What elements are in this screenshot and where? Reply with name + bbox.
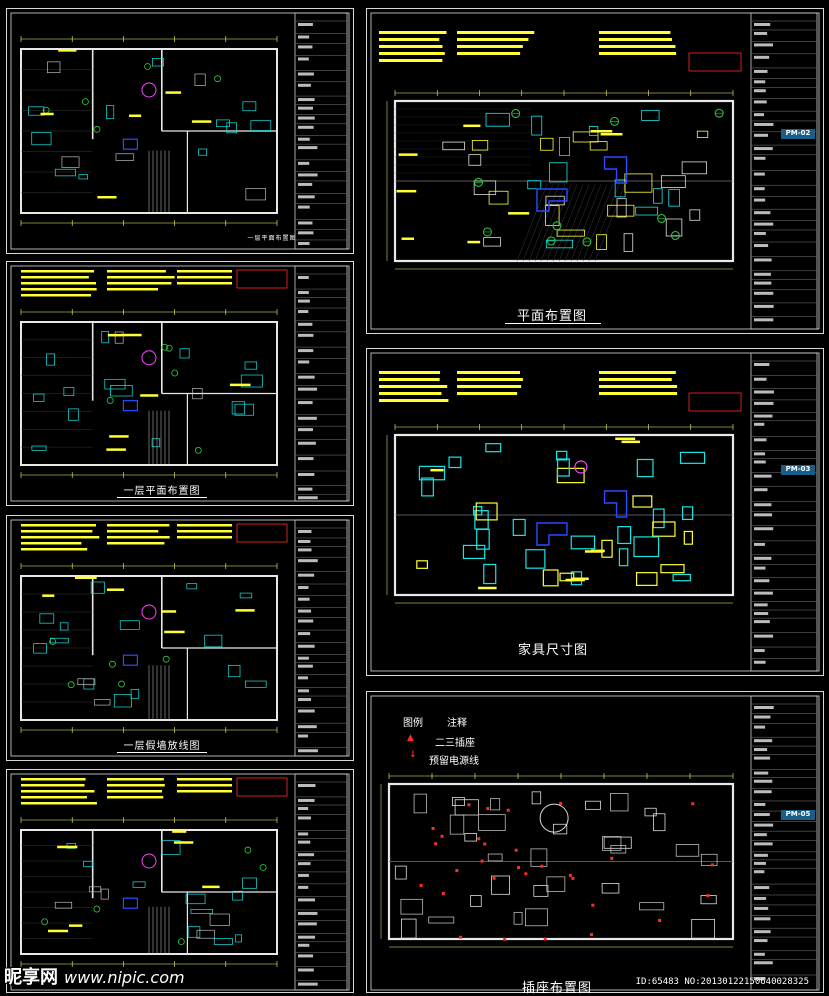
drawing-sheet-5[interactable]: 平面布置图 PM-02 xyxy=(366,8,824,334)
legend-item-socket: 二三插座 xyxy=(435,738,475,749)
drawing-sheet-2[interactable]: 一层平面布置图 xyxy=(6,261,354,506)
floor-plan-drawing xyxy=(10,519,350,757)
floor-plan-drawing xyxy=(370,352,820,672)
power-line-symbol-icon: ↓ xyxy=(409,750,417,760)
drawing-sheet-4[interactable] xyxy=(6,769,354,993)
sheet-title: 平面布置图 xyxy=(516,309,587,324)
watermark-url: www.nipic.com xyxy=(64,968,185,987)
drawing-sheet-6[interactable]: 家具尺寸图 PM-03 xyxy=(366,348,824,676)
floor-plan-drawing xyxy=(370,695,820,991)
legend-header-right: 注释 xyxy=(447,718,467,729)
floor-plan-drawing xyxy=(370,12,820,330)
floor-plan-drawing xyxy=(10,12,350,250)
watermark-brand: 昵享网 xyxy=(4,967,58,988)
drawing-sheet-1[interactable]: 一层平面布置图 xyxy=(6,8,354,254)
sheet-title: 家具尺寸图 xyxy=(517,643,588,658)
drawing-number: PM-05 xyxy=(781,810,815,820)
drawing-sheet-7[interactable]: 图例 注释 ▲ 二三插座 ↓ 预留电源线 插座布置图 PM-05 xyxy=(366,691,824,996)
floor-plan-drawing xyxy=(10,265,350,502)
sheet-title: 插座布置图 xyxy=(521,981,592,996)
sheet-title: 一层平面布置图 xyxy=(247,235,297,242)
watermark-logo: 昵享网 www.nipic.com xyxy=(4,963,185,989)
drawing-number: PM-03 xyxy=(781,465,815,475)
socket-symbol-icon: ▲ xyxy=(407,733,414,743)
floor-plan-drawing xyxy=(10,773,350,991)
drawing-number: PM-02 xyxy=(781,129,815,139)
image-id-text: ID:65483 NO:20130122150640028325 xyxy=(635,977,809,987)
legend-header-left: 图例 xyxy=(403,718,423,729)
legend-item-power: 预留电源线 xyxy=(429,756,479,767)
drawing-sheet-3[interactable]: 一层假墙放线图 xyxy=(6,515,354,761)
sheet-title: 一层平面布置图 xyxy=(123,486,201,497)
sheet-title: 一层假墙放线图 xyxy=(123,741,201,752)
